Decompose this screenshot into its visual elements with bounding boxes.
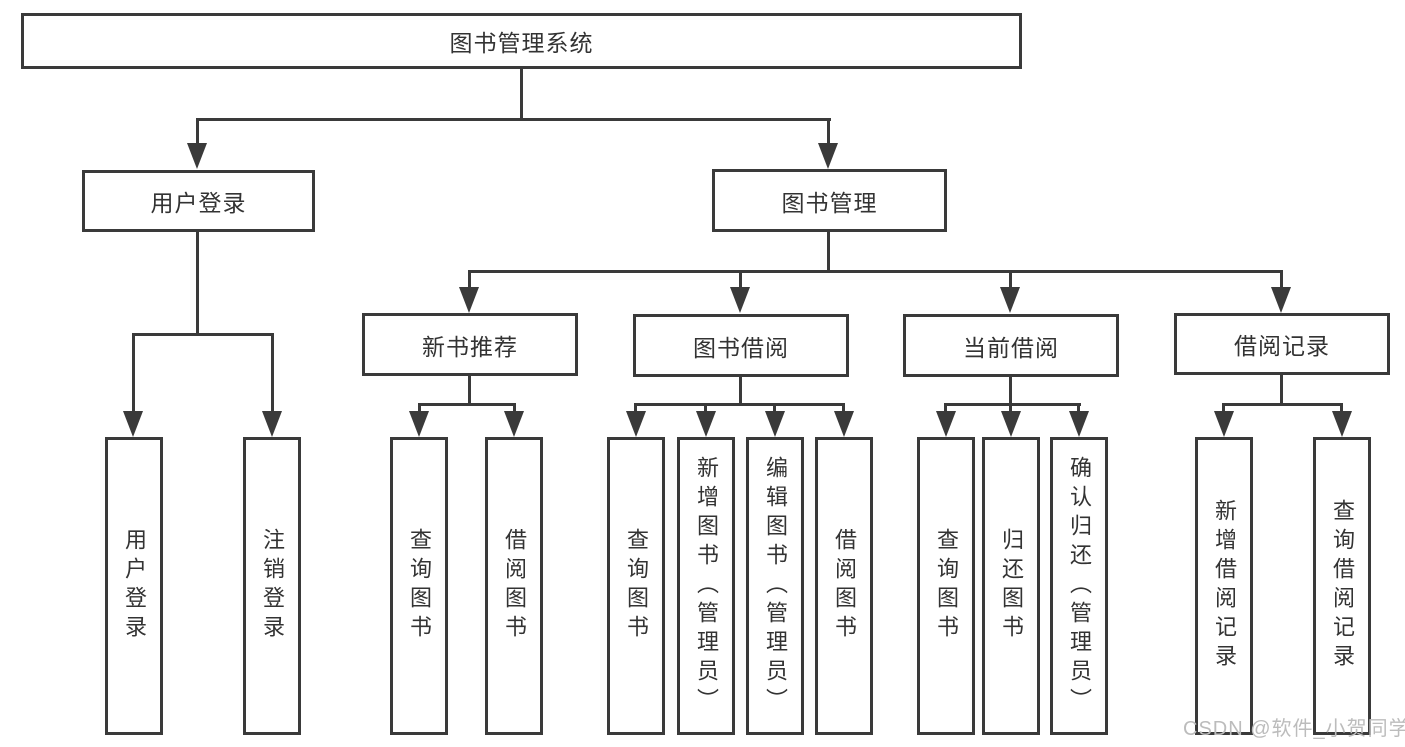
connector-line (418, 403, 421, 415)
leaf-label: 借阅图书 (502, 528, 527, 644)
connector-line (634, 403, 637, 415)
connector-line (520, 68, 523, 120)
leaf-label: 查询借阅记录 (1330, 499, 1355, 673)
connector-line (196, 232, 199, 336)
connector-line (513, 403, 516, 415)
leaf-label: 查询图书 (624, 528, 649, 644)
connector-line (468, 270, 1282, 273)
leaf-query-books-borrowing: 查询图书 (607, 437, 665, 735)
arrowhead-down-icon (818, 143, 838, 169)
leaf-query-borrow-record: 查询借阅记录 (1313, 437, 1371, 735)
arrowhead-down-icon (696, 411, 716, 437)
csdn-watermark: CSDN @软件_小贺同学 (1183, 718, 1405, 740)
connector-line (196, 118, 199, 146)
connector-line (1340, 403, 1343, 415)
arrowhead-down-icon (626, 411, 646, 437)
leaf-return-books: 归还图书 (982, 437, 1040, 735)
connector-line (634, 403, 845, 406)
leaf-label: 用户登录 (122, 528, 147, 644)
arrowhead-down-icon (459, 287, 479, 313)
node-label: 图书借阅 (693, 334, 789, 361)
connector-line (1280, 270, 1283, 290)
node-label: 图书管理系统 (449, 30, 594, 56)
connector-line (468, 376, 471, 406)
connector-line (1280, 375, 1283, 405)
arrowhead-down-icon (187, 143, 207, 169)
node-book-management: 图书管理 (712, 169, 947, 232)
connector-line (271, 333, 274, 413)
connector-line (1009, 377, 1012, 405)
arrowhead-down-icon (1001, 411, 1021, 437)
arrowhead-down-icon (834, 411, 854, 437)
connector-line (704, 403, 707, 415)
leaf-add-books-admin: 新增图书（管理员） (677, 437, 735, 735)
connector-line (739, 377, 742, 405)
leaf-label: 新增图书（管理员） (694, 455, 719, 717)
leaf-label: 查询图书 (407, 528, 432, 644)
connector-line (418, 403, 516, 406)
connector-line (1009, 403, 1012, 415)
node-label: 新书推荐 (422, 333, 518, 360)
connector-line (827, 118, 830, 146)
connector-line (132, 333, 274, 336)
arrowhead-down-icon (1214, 411, 1234, 437)
connector-line (1077, 403, 1080, 415)
leaf-confirm-return-admin: 确认归还（管理员） (1050, 437, 1108, 735)
node-book-borrowing: 图书借阅 (633, 314, 849, 377)
connector-line (1222, 403, 1343, 406)
node-label: 图书管理 (781, 189, 878, 216)
connector-line (1009, 270, 1012, 290)
arrowhead-down-icon (1069, 411, 1089, 437)
arrowhead-down-icon (1271, 287, 1291, 313)
arrowhead-down-icon (262, 411, 282, 437)
node-label: 当前借阅 (963, 334, 1059, 361)
leaf-edit-books-admin: 编辑图书（管理员） (746, 437, 804, 735)
leaf-query-books-current: 查询图书 (917, 437, 975, 735)
connector-line (196, 118, 831, 121)
arrowhead-down-icon (1000, 287, 1020, 313)
arrowhead-down-icon (1332, 411, 1352, 437)
node-borrowing-records: 借阅记录 (1174, 313, 1390, 375)
arrowhead-down-icon (730, 287, 750, 313)
arrowhead-down-icon (765, 411, 785, 437)
arrowhead-down-icon (409, 411, 429, 437)
node-label: 用户登录 (150, 190, 247, 216)
leaf-label: 注销登录 (260, 528, 285, 644)
connector-line (1222, 403, 1225, 415)
node-user-login: 用户登录 (82, 170, 315, 232)
connector-line (842, 403, 845, 415)
leaf-label: 借阅图书 (832, 528, 857, 644)
arrowhead-down-icon (936, 411, 956, 437)
arrowhead-down-icon (123, 411, 143, 437)
leaf-borrow-books: 借阅图书 (815, 437, 873, 735)
leaf-label: 新增借阅记录 (1212, 499, 1237, 673)
leaf-logout: 注销登录 (243, 437, 301, 735)
leaf-add-borrow-record: 新增借阅记录 (1195, 437, 1253, 735)
arrowhead-down-icon (504, 411, 524, 437)
leaf-label: 查询图书 (934, 528, 959, 644)
node-current-borrowing: 当前借阅 (903, 314, 1119, 377)
node-new-book-recommendation: 新书推荐 (362, 313, 578, 376)
connector-line (773, 403, 776, 415)
node-library-management-system: 图书管理系统 (21, 13, 1022, 69)
connector-line (944, 403, 1081, 406)
leaf-label: 归还图书 (999, 528, 1024, 644)
leaf-label: 编辑图书（管理员） (763, 455, 788, 717)
leaf-user-login: 用户登录 (105, 437, 163, 735)
connector-line (944, 403, 947, 415)
leaf-label: 确认归还（管理员） (1067, 455, 1092, 717)
leaf-borrow-books-recommend: 借阅图书 (485, 437, 543, 735)
connector-line (468, 270, 471, 290)
connector-line (739, 270, 742, 290)
node-label: 借阅记录 (1234, 333, 1330, 359)
leaf-query-books-recommend: 查询图书 (390, 437, 448, 735)
connector-line (827, 232, 830, 273)
connector-line (132, 333, 135, 413)
